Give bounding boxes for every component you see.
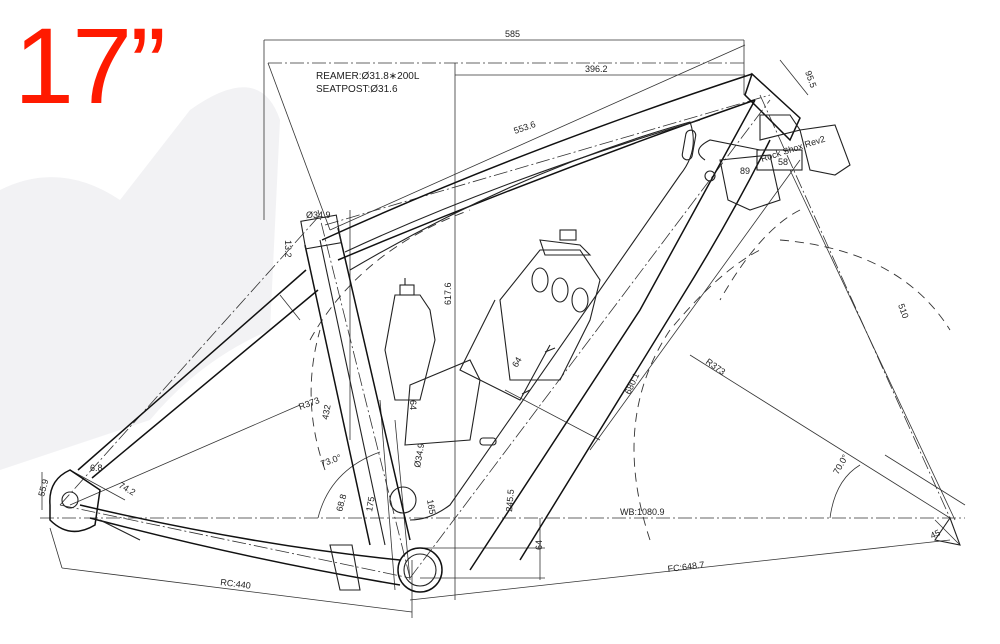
dim-bb-drop: 64: [534, 540, 544, 550]
dimension-lines: [41, 39, 966, 618]
dim-radius-rear: R373: [704, 356, 727, 377]
centerlines: [40, 62, 965, 579]
dim-cage-mount-1: 64: [510, 355, 524, 369]
dim-bb-2: 175: [364, 496, 376, 513]
dim-seat-angle: 73.0°: [319, 452, 343, 469]
dim-head-tube: 95.5: [803, 69, 818, 89]
dim-seat-clamp: Ø34.9: [306, 210, 331, 220]
dim-fork-length: 510: [896, 302, 911, 320]
dim-bb-shell: Ø34.9: [412, 442, 426, 468]
fork-label: Rock Shox Rev2: [760, 134, 827, 164]
reamer-note: REAMER:Ø31.8∗200L: [316, 71, 420, 82]
dim-bb-height: 245.5: [504, 489, 516, 512]
dim-wheelbase: WB:1080.9: [620, 507, 665, 517]
radius-arcs: [309, 209, 951, 541]
seatpost-note: SEATPOST:Ø31.6: [316, 84, 398, 95]
dim-bb-1: 68.8: [334, 493, 348, 513]
spec-notes: REAMER:Ø31.8∗200L SEATPOST:Ø31.6: [316, 71, 420, 95]
frame-size-label: 17”: [14, 5, 166, 126]
dim-head-angle: 70.0°: [831, 452, 850, 476]
dim-reach: 396.2: [585, 64, 608, 74]
dim-top-length: 585: [505, 29, 520, 39]
dim-seat-clamp-h: 13.2: [283, 240, 293, 258]
dim-bb-3: 165: [425, 499, 437, 516]
dim-seat-tube: 617.6: [443, 282, 453, 305]
dim-chainstay: RC:440: [220, 577, 252, 591]
dim-radius-front: R373: [297, 395, 321, 412]
dim-dropout-3: 74.2: [117, 480, 137, 497]
background-smudge: [0, 87, 280, 470]
dim-fork-offset: 45: [929, 528, 942, 541]
dim-dropout-2: 6.8: [90, 463, 103, 473]
frame-outline: [49, 72, 961, 593]
dim-dropout-1: 55.9: [36, 478, 50, 498]
dim-front-center: FC:648.7: [667, 560, 705, 574]
dim-headset-1: 89: [740, 166, 750, 176]
dim-top-tube: 553.6: [512, 119, 537, 136]
dim-cage-mount-2: 64: [408, 400, 418, 410]
dim-headset-2: 58: [778, 157, 788, 167]
dim-seat-tube-length: 432: [320, 404, 332, 421]
